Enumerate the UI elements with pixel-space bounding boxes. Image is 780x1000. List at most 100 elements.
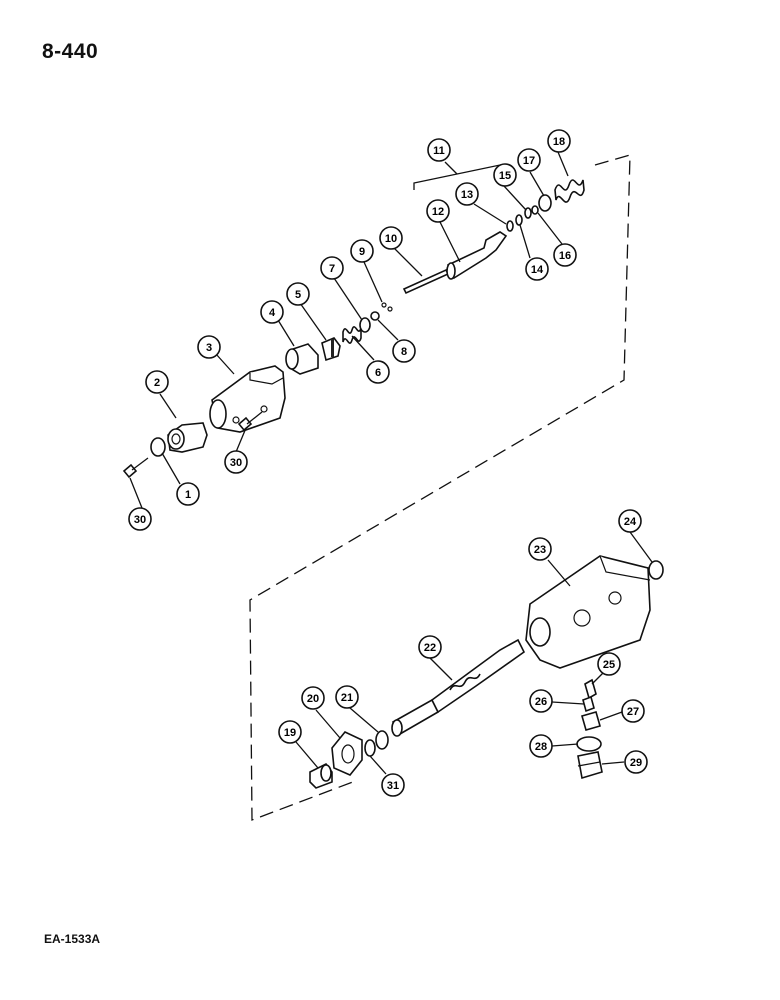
callout-25: 25 xyxy=(597,652,621,676)
part-9-ball xyxy=(381,302,387,308)
figure-code: EA-1533A xyxy=(44,932,101,946)
callout-24: 24 xyxy=(618,509,642,533)
part-9-ball-2 xyxy=(387,306,393,312)
part-3-body xyxy=(209,365,286,433)
callout-10: 10 xyxy=(379,226,403,250)
svg-text:17: 17 xyxy=(523,155,535,167)
svg-text:20: 20 xyxy=(307,693,319,705)
part-6-spring xyxy=(342,326,362,344)
part-29-cap xyxy=(577,751,603,780)
callout-26: 26 xyxy=(529,689,553,713)
page-number: 8-440 xyxy=(42,40,99,63)
callout-23: 23 xyxy=(528,537,552,561)
part-25-spring xyxy=(584,678,597,700)
svg-text:11: 11 xyxy=(433,145,445,157)
callout-12: 12 xyxy=(426,199,450,223)
svg-text:18: 18 xyxy=(553,136,565,148)
callout-28: 28 xyxy=(529,734,553,758)
svg-text:27: 27 xyxy=(627,706,639,718)
callout-16: 16 xyxy=(553,243,577,267)
callout-11: 11 xyxy=(427,138,451,162)
svg-text:3: 3 xyxy=(206,342,212,354)
callout-3: 3 xyxy=(197,335,221,359)
part-20-flange-plate xyxy=(331,731,363,776)
part-24-o-ring xyxy=(648,560,664,580)
part-31-ring xyxy=(364,739,376,757)
svg-text:31: 31 xyxy=(387,780,399,792)
part-28-o-ring xyxy=(576,736,602,752)
svg-text:6: 6 xyxy=(375,367,381,379)
callout-6: 6 xyxy=(366,360,390,384)
svg-text:12: 12 xyxy=(432,206,444,218)
part-12-piston xyxy=(446,231,508,280)
callout-9: 9 xyxy=(350,239,374,263)
callout-21: 21 xyxy=(335,685,359,709)
svg-text:30: 30 xyxy=(134,514,146,526)
leader-lines xyxy=(129,151,653,775)
svg-text:15: 15 xyxy=(499,170,511,182)
callout-2: 2 xyxy=(145,370,169,394)
callout-30-upper: 30 xyxy=(224,450,248,474)
svg-text:8: 8 xyxy=(401,346,407,358)
part-26-poppet xyxy=(582,695,595,713)
part-30-bolt-lower xyxy=(122,457,149,479)
callout-22: 22 xyxy=(418,635,442,659)
part-10-pin xyxy=(402,268,450,295)
part-7-washer xyxy=(359,317,371,333)
part-27-plug xyxy=(581,711,601,731)
assembly-guide-line xyxy=(249,154,631,821)
svg-text:29: 29 xyxy=(630,757,642,769)
svg-text:14: 14 xyxy=(531,264,544,276)
svg-text:30: 30 xyxy=(230,457,242,469)
callout-4: 4 xyxy=(260,300,284,324)
part-2-cap xyxy=(167,422,208,453)
svg-text:7: 7 xyxy=(329,263,335,275)
callout-18: 18 xyxy=(547,129,571,153)
part-14-ring xyxy=(515,214,523,226)
callout-1: 1 xyxy=(176,482,200,506)
svg-text:26: 26 xyxy=(535,696,547,708)
part-8-ball xyxy=(370,311,380,321)
part-1-o-ring xyxy=(150,437,166,457)
svg-text:24: 24 xyxy=(624,516,637,528)
svg-text:25: 25 xyxy=(603,659,615,671)
part-15-ring xyxy=(524,207,532,219)
part-19-bushing xyxy=(309,762,333,789)
part-22-spool xyxy=(391,638,526,737)
svg-text:10: 10 xyxy=(385,233,397,245)
callout-5: 5 xyxy=(286,282,310,306)
svg-text:9: 9 xyxy=(359,246,365,258)
part-4-sleeve xyxy=(285,343,319,375)
part-16-ring xyxy=(531,205,539,215)
callout-13: 13 xyxy=(455,182,479,206)
callout-30-lower: 30 xyxy=(128,507,152,531)
callout-27: 27 xyxy=(621,699,645,723)
part-23-valve-body xyxy=(525,555,651,669)
callout-11-bracket xyxy=(413,164,501,190)
svg-text:22: 22 xyxy=(424,642,436,654)
callout-29: 29 xyxy=(624,750,648,774)
callout-8: 8 xyxy=(392,339,416,363)
part-5-spool-end xyxy=(321,337,341,362)
svg-text:2: 2 xyxy=(154,377,160,389)
svg-text:13: 13 xyxy=(461,189,473,201)
part-21-o-ring xyxy=(375,730,389,750)
svg-text:16: 16 xyxy=(559,250,571,262)
svg-text:21: 21 xyxy=(341,692,353,704)
callout-15: 15 xyxy=(493,163,517,187)
svg-text:5: 5 xyxy=(295,289,301,301)
callout-19: 19 xyxy=(278,720,302,744)
part-30-bolt-upper xyxy=(237,411,263,432)
callout-14: 14 xyxy=(525,257,549,281)
svg-text:1: 1 xyxy=(185,489,191,501)
callout-7: 7 xyxy=(320,256,344,280)
part-17-washer xyxy=(538,194,552,212)
callout-31: 31 xyxy=(381,773,405,797)
callout-17: 17 xyxy=(517,148,541,172)
part-18-spring xyxy=(554,179,585,203)
svg-text:4: 4 xyxy=(269,307,276,319)
svg-text:19: 19 xyxy=(284,727,296,739)
callout-20: 20 xyxy=(301,686,325,710)
svg-text:23: 23 xyxy=(534,544,546,556)
